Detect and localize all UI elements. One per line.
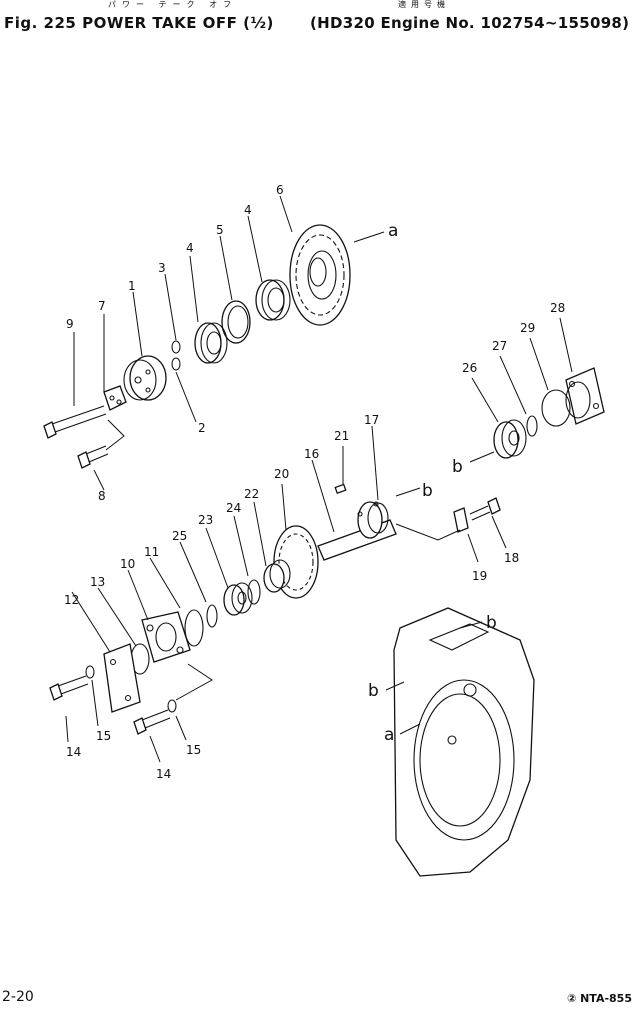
bolt-14-link-line: [175, 663, 213, 701]
part-10-cover: [141, 611, 191, 663]
flywheel-housing: [393, 607, 535, 877]
label-12: 12: [64, 593, 79, 607]
label-15b: 15: [186, 743, 201, 757]
label-18: 18: [504, 551, 519, 565]
label-8: 8: [98, 489, 106, 503]
part-9-bolt: [43, 405, 107, 439]
label-27: 27: [492, 339, 507, 353]
label-4a: 4: [186, 241, 194, 255]
part-14-bolt-a: [49, 675, 89, 701]
part-24-ring: [247, 579, 261, 605]
label-19: 19: [472, 569, 487, 583]
document-code: ② NTA-855: [566, 992, 632, 1005]
serial-kanji: 適用号機: [398, 0, 450, 9]
label-7: 7: [98, 299, 106, 313]
label-10: 10: [120, 557, 135, 571]
part-11-o-ring: [184, 609, 204, 647]
part-15-washer-b: [167, 699, 177, 713]
label-13: 13: [90, 575, 105, 589]
part-1-holder: [123, 355, 167, 401]
label-26: 26: [462, 361, 477, 375]
ref-a-housing: a: [384, 725, 394, 745]
label-25: 25: [172, 529, 187, 543]
label-14a: 14: [66, 745, 81, 759]
label-22: 22: [244, 487, 259, 501]
label-16: 16: [304, 447, 319, 461]
part-25-snap-ring: [206, 604, 218, 628]
label-23: 23: [198, 513, 213, 527]
page-number: 2-20: [2, 989, 34, 1005]
bolt-18-link-line: [395, 523, 461, 541]
label-21: 21: [334, 429, 349, 443]
ref-b-housing-left: b: [368, 681, 379, 701]
label-6: 6: [276, 183, 284, 197]
label-24: 24: [226, 501, 241, 515]
part-17-shaft-flange: [317, 501, 397, 561]
label-9: 9: [66, 317, 74, 331]
part-23-bearing: [223, 582, 253, 616]
part-19-lock-plate: [453, 507, 469, 533]
label-17: 17: [364, 413, 379, 427]
part-27-snap-ring: [526, 415, 538, 437]
part-15-washer-a: [85, 665, 95, 679]
part-26-bearing: [493, 419, 527, 459]
ref-b-shaft: b: [422, 481, 433, 501]
label-14b: 14: [156, 767, 171, 781]
bolt-8-link-line: [105, 419, 125, 451]
ref-b-housing-top: b: [486, 613, 497, 633]
label-4b: 4: [244, 203, 252, 217]
label-3: 3: [158, 261, 166, 275]
part-21-key: [334, 483, 347, 495]
label-15a: 15: [96, 729, 111, 743]
label-11: 11: [144, 545, 159, 559]
label-28: 28: [550, 301, 565, 315]
label-5: 5: [216, 223, 224, 237]
label-2: 2: [198, 421, 206, 435]
part-5-spacer: [221, 300, 251, 344]
label-20: 20: [274, 467, 289, 481]
part-4-bearing-b: [194, 322, 228, 364]
figure-title: Fig. 225 POWER TAKE OFF (½): [4, 14, 274, 32]
part-7-lock-plate: [103, 385, 127, 411]
part-28-cover: [565, 367, 605, 425]
ref-b-bearing: b: [452, 457, 463, 477]
part-29-o-ring: [541, 389, 571, 427]
part-6-gear: [289, 224, 351, 326]
part-8-bolt: [77, 445, 109, 469]
title-kana: パワー テーク オフ: [108, 0, 238, 9]
label-1: 1: [128, 279, 136, 293]
ref-a-gear: a: [388, 221, 398, 241]
reference-arrows: [353, 231, 495, 735]
leader-lines: [65, 195, 573, 763]
part-12-plate: [103, 643, 141, 713]
part-14-bolt-b: [133, 709, 171, 735]
part-2-ring: [171, 357, 181, 371]
part-4-bearing-a: [255, 279, 291, 321]
label-29: 29: [520, 321, 535, 335]
part-18-bolt: [469, 497, 501, 521]
part-22-bushing: [263, 559, 291, 593]
serial-range: (HD320 Engine No. 102754~155098): [310, 14, 630, 32]
part-3-ring: [171, 340, 181, 354]
